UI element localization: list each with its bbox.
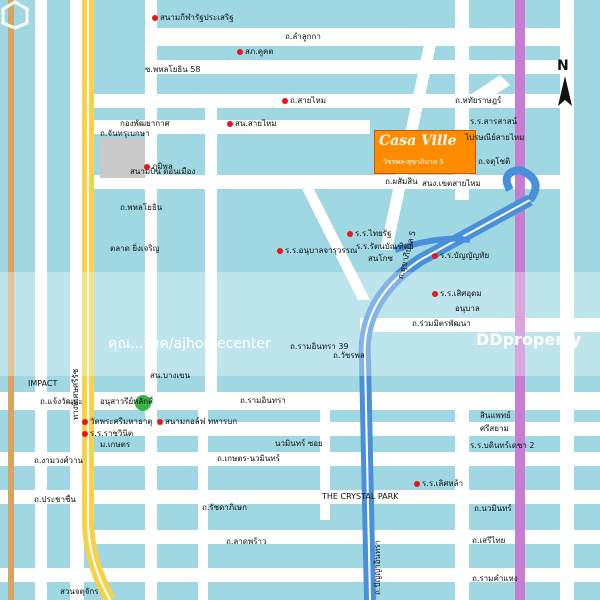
poi-marker[interactable] (282, 98, 288, 104)
place-label: ถ.รามคำแหง (472, 574, 518, 583)
place-label: ถ.ผสัมสิน (385, 177, 418, 186)
place-label: ถ.ลำลูกกา (285, 32, 321, 41)
place-label: ไปรษณีย์สายไหม (465, 133, 525, 142)
place-label: ถ.ประชาชื่น (34, 495, 76, 504)
place-label: ถ.ร่วมมิตรพัฒนา (412, 319, 471, 328)
place-label: ร.ร.อนุบาลจารุวรรณ (285, 246, 358, 255)
place-label: IMPACT (28, 379, 58, 388)
place-label: ร.ร.เสิศอุดม (440, 289, 482, 298)
place-label: ร.ร.รัตนบัณฑิตย์ (356, 242, 414, 251)
place-label: ถ.ปัญญาอินทรา (373, 540, 382, 595)
place-label: ม.เกษตร (100, 440, 131, 449)
place-label: อนุบาล (455, 304, 480, 313)
poi-marker[interactable] (347, 231, 353, 237)
place-label: ถ.นวมินทร์ (474, 504, 512, 513)
place-label: ถ.รามอินทรา (240, 396, 286, 405)
north-label: N (557, 58, 569, 74)
place-label: ถ.พหลโยธิน (120, 203, 163, 212)
place-label: ร.ร.ราชวินิต (90, 429, 134, 438)
place-label: ถ.รัชดาภิเษก (202, 503, 247, 512)
place-label: สวนจตุจักร (60, 587, 99, 596)
watermark-right: DDproperty (476, 330, 582, 349)
place-label: สนามกอล์ฟ ทหารบก (165, 417, 238, 426)
place-label: ร.ร.บัญญัญทัย (440, 251, 490, 260)
place-label: ถ.หทัยราษฎร์ (455, 96, 502, 105)
poi-marker[interactable] (277, 248, 283, 254)
place-label: ตลาด ยิ่งเจริญ (110, 244, 160, 253)
place-label: ซ.พหลโยธิน 58 (145, 65, 201, 74)
place-label: ภูมิพล (152, 162, 173, 171)
place-label: สนามกีฬารัฐประเสริฐ (160, 13, 234, 22)
poi-marker[interactable] (414, 481, 420, 487)
place-label: ถ.จตุโชติ (478, 157, 511, 166)
place-label: ทางพิเศษศรีรัช (71, 368, 80, 420)
place-label: ถ.เสรีไทย (472, 536, 506, 545)
poi-marker[interactable] (432, 253, 438, 259)
place-label: นวมินทร์ ซอย (275, 439, 323, 448)
casa-sub: วัชรพล-สุขาภิบาล 5 (383, 158, 444, 166)
place-label: ถ.วัชรพล (333, 351, 365, 360)
poi-marker[interactable] (82, 419, 88, 425)
poi-marker[interactable] (157, 419, 163, 425)
poi-marker[interactable] (227, 121, 233, 127)
place-label: ศรีสยาม (480, 424, 509, 433)
place-label: สภ.คูคต (245, 47, 274, 56)
place-label: ถ.จันทรุเบกษา (100, 129, 150, 138)
place-label: ถ.สายไหม (290, 96, 327, 105)
place-label: สนามบิน ดอนเมือง (130, 167, 196, 176)
north-arrow: N (548, 58, 582, 120)
place-label: สนโกซ (368, 254, 393, 263)
place-label: สน.สายไหม (235, 119, 277, 128)
poi-marker[interactable] (152, 15, 158, 21)
place-label: กองพัฒยากาศ (120, 119, 170, 128)
casa-title: Casa Ville (379, 133, 457, 149)
watermark-band (0, 272, 600, 376)
place-label: สน.บางเขน (150, 371, 191, 380)
place-label: วัดพระศรีมหาธาตุ (90, 417, 153, 426)
place-label: ร.ร.เลิศหล้า (422, 479, 464, 488)
place-label: ถ.รามอินทรา 39 (290, 342, 349, 351)
poi-marker[interactable] (432, 291, 438, 297)
place-label: ร.ร.สารสาสน์ (470, 117, 518, 126)
place-label: ร.ร.บดินทร์เดชา 2 (470, 441, 535, 450)
place-label: ร.ร.ไทยรัฐ (355, 229, 392, 238)
place-label: THE CRYSTAL PARK (322, 492, 399, 501)
compass-icon (558, 76, 572, 106)
watermark-left: คุณ...บงค/ajhomecenter (108, 336, 271, 352)
poi-marker[interactable] (237, 49, 243, 55)
poi-marker[interactable] (82, 431, 88, 437)
poi-marker[interactable] (144, 164, 150, 170)
place-label: สินแพทย์ (480, 411, 511, 420)
ddproperty-logo-icon (1, 0, 29, 30)
place-label: อนุสาวรีย์หลักสี่ (100, 397, 154, 406)
place-label: ถ.แจ้งวัฒนะ (40, 397, 83, 406)
place-label: ถ.เกษตร-นวมินทร์ (217, 454, 280, 463)
casa-ville-badge[interactable]: Casa Ville วัชรพล-สุขาภิบาล 5 (374, 130, 476, 174)
place-label: สนง.เขตสายไหม (422, 179, 481, 188)
place-label: ถ.ลาดพร้าว (226, 537, 267, 546)
place-label: ถ.งามวงศ์วาน (34, 456, 83, 465)
